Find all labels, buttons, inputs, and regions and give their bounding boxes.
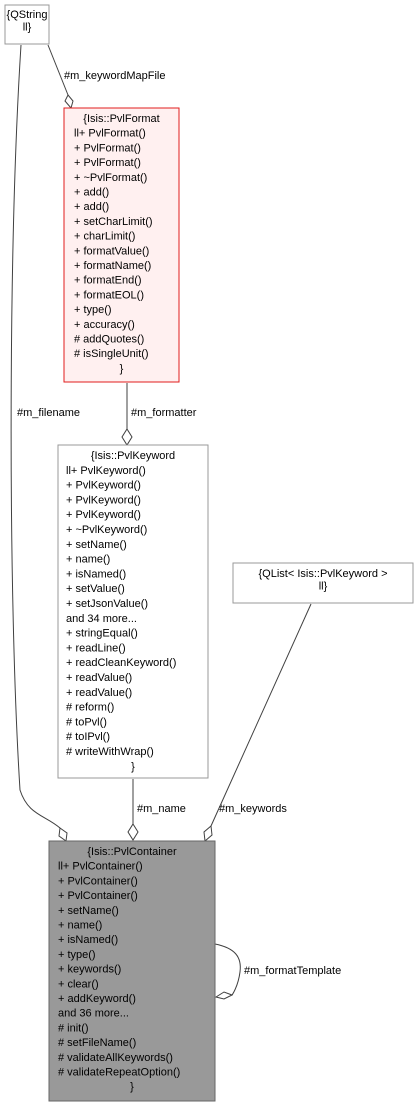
edge-formatter-diamond xyxy=(121,428,133,446)
member-line: + formatEOL() xyxy=(74,289,144,301)
member-line: + formatName() xyxy=(74,260,151,272)
member-line: + setJsonValue() xyxy=(66,598,148,610)
edge-label-keywords: #m_keywords xyxy=(219,803,287,815)
class-name: {Isis::PvlKeyword xyxy=(91,450,175,462)
member-line: + PvlKeyword() xyxy=(66,509,141,521)
member-line: + PvlFormat() xyxy=(74,142,141,154)
member-line: + setName() xyxy=(66,539,127,551)
member-line: # isSingleUnit() xyxy=(74,348,149,360)
edge-label-keyword-map-file: #m_keywordMapFile xyxy=(64,70,165,82)
edge-keywords-diamond xyxy=(203,825,213,842)
member-line: and 36 more... xyxy=(58,1008,129,1020)
member-line: + keywords() xyxy=(58,964,121,976)
node-box xyxy=(57,444,209,779)
class-name: {QString xyxy=(7,9,48,21)
member-line: + setCharLimit() xyxy=(74,216,153,228)
edge-label-formatter: #m_formatter xyxy=(131,407,197,419)
edge-format-template xyxy=(214,943,241,996)
member-line: # reform() xyxy=(66,702,114,714)
member-line: + PvlKeyword() xyxy=(66,480,141,492)
member-line: # addQuotes() xyxy=(74,334,144,346)
class-close-brace: ll} xyxy=(23,22,32,34)
member-line: + ~PvlFormat() xyxy=(74,172,147,184)
node-box xyxy=(232,562,414,604)
member-line: + formatValue() xyxy=(74,245,149,257)
edge-format-template-diamond xyxy=(214,991,234,1000)
member-line: + readCleanKeyword() xyxy=(66,657,176,669)
node-box xyxy=(48,840,216,1102)
edge-filename-diamond xyxy=(58,827,68,842)
member-line: # toPvl() xyxy=(66,716,107,728)
node-qlist[interactable]: {QList< Isis::PvlKeyword >ll} xyxy=(232,562,414,604)
member-line: + name() xyxy=(58,920,102,932)
node-text-group: {QList< Isis::PvlKeyword >ll} xyxy=(259,568,388,593)
member-line: + charLimit() xyxy=(74,231,135,243)
class-name: {Isis::PvlContainer xyxy=(87,846,177,858)
class-name: {Isis::PvlFormat xyxy=(83,113,159,125)
edge-name-diamond xyxy=(127,823,139,841)
member-line: # validateRepeatOption() xyxy=(58,1067,180,1079)
member-line: + add() xyxy=(74,187,109,199)
member-line: + isNamed() xyxy=(66,568,126,580)
member-line: + PvlContainer() xyxy=(58,875,138,887)
class-close-brace: } xyxy=(131,761,135,773)
member-line: + PvlFormat() xyxy=(74,157,141,169)
member-line: + clear() xyxy=(58,978,99,990)
member-line: + setName() xyxy=(58,905,119,917)
member-line: + isNamed() xyxy=(58,934,118,946)
edge-keyword-map-file xyxy=(47,44,69,96)
member-line: + addKeyword() xyxy=(58,993,136,1005)
member-line: # toIPvl() xyxy=(66,731,110,743)
member-line: + name() xyxy=(66,554,110,566)
member-line: + readValue() xyxy=(66,687,132,699)
member-line: + PvlContainer() xyxy=(58,890,138,902)
edge-label-format-template: #m_formatTemplate xyxy=(244,965,341,977)
member-line: ll+ PvlKeyword() xyxy=(66,465,146,477)
class-close-brace: } xyxy=(120,363,124,375)
member-line: + formatEnd() xyxy=(74,275,142,287)
edge-label-filename: #m_filename xyxy=(17,407,80,419)
member-line: ll+ PvlFormat() xyxy=(74,128,146,140)
member-line: + stringEqual() xyxy=(66,628,138,640)
member-line: + add() xyxy=(74,201,109,213)
member-line: + ~PvlKeyword() xyxy=(66,524,147,536)
member-line: + setValue() xyxy=(66,583,125,595)
member-line: + accuracy() xyxy=(74,319,135,331)
edge-filename xyxy=(10,44,61,829)
edge-keyword-map-file-diamond xyxy=(64,94,74,110)
member-line: # writeWithWrap() xyxy=(66,746,154,758)
edge-label-name: #m_name xyxy=(137,803,186,815)
member-line: # setFileName() xyxy=(58,1037,136,1049)
node-box xyxy=(63,107,180,383)
class-close-brace: ll} xyxy=(319,581,328,593)
member-line: + readLine() xyxy=(66,642,126,654)
member-line: ll+ PvlContainer() xyxy=(58,861,143,873)
member-line: # validateAllKeywords() xyxy=(58,1052,173,1064)
class-close-brace: } xyxy=(130,1081,134,1093)
member-line: + readValue() xyxy=(66,672,132,684)
member-line: + PvlKeyword() xyxy=(66,494,141,506)
member-line: + type() xyxy=(74,304,112,316)
class-name: {QList< Isis::PvlKeyword > xyxy=(259,568,388,580)
edge-keywords xyxy=(210,603,312,827)
node-box xyxy=(4,4,50,45)
member-line: # init() xyxy=(58,1022,89,1034)
member-line: and 34 more... xyxy=(66,613,137,625)
member-line: + type() xyxy=(58,949,96,961)
